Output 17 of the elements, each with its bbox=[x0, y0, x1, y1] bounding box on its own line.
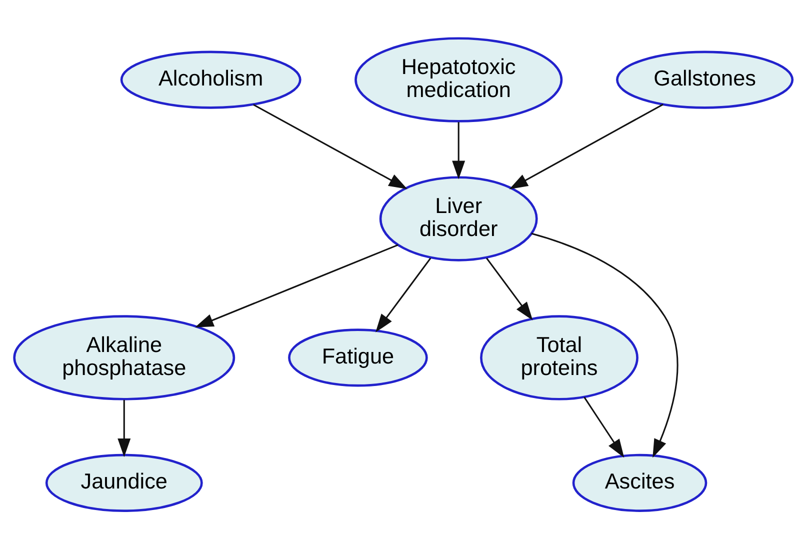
arrow bbox=[253, 104, 408, 189]
arrow bbox=[376, 257, 432, 332]
arrow bbox=[118, 399, 131, 457]
node-ellipse: Alcoholism bbox=[120, 50, 302, 108]
node-ellipse: Total proteins bbox=[480, 314, 638, 400]
node-ellipse: Liver disorder bbox=[379, 176, 538, 261]
arrow bbox=[531, 232, 678, 458]
node-ellipse: Hepatotoxic medication bbox=[354, 36, 563, 122]
node-ellipse: Fatigue bbox=[288, 328, 428, 386]
node-ellipse: Ascites bbox=[572, 453, 708, 512]
arrow bbox=[194, 244, 398, 327]
arrow bbox=[509, 103, 664, 189]
arrow bbox=[452, 122, 466, 179]
arrow bbox=[584, 396, 624, 458]
node-ellipse: Gallstones bbox=[616, 50, 794, 108]
arrow bbox=[486, 257, 533, 320]
node-ellipse: Jaundice bbox=[45, 453, 203, 512]
